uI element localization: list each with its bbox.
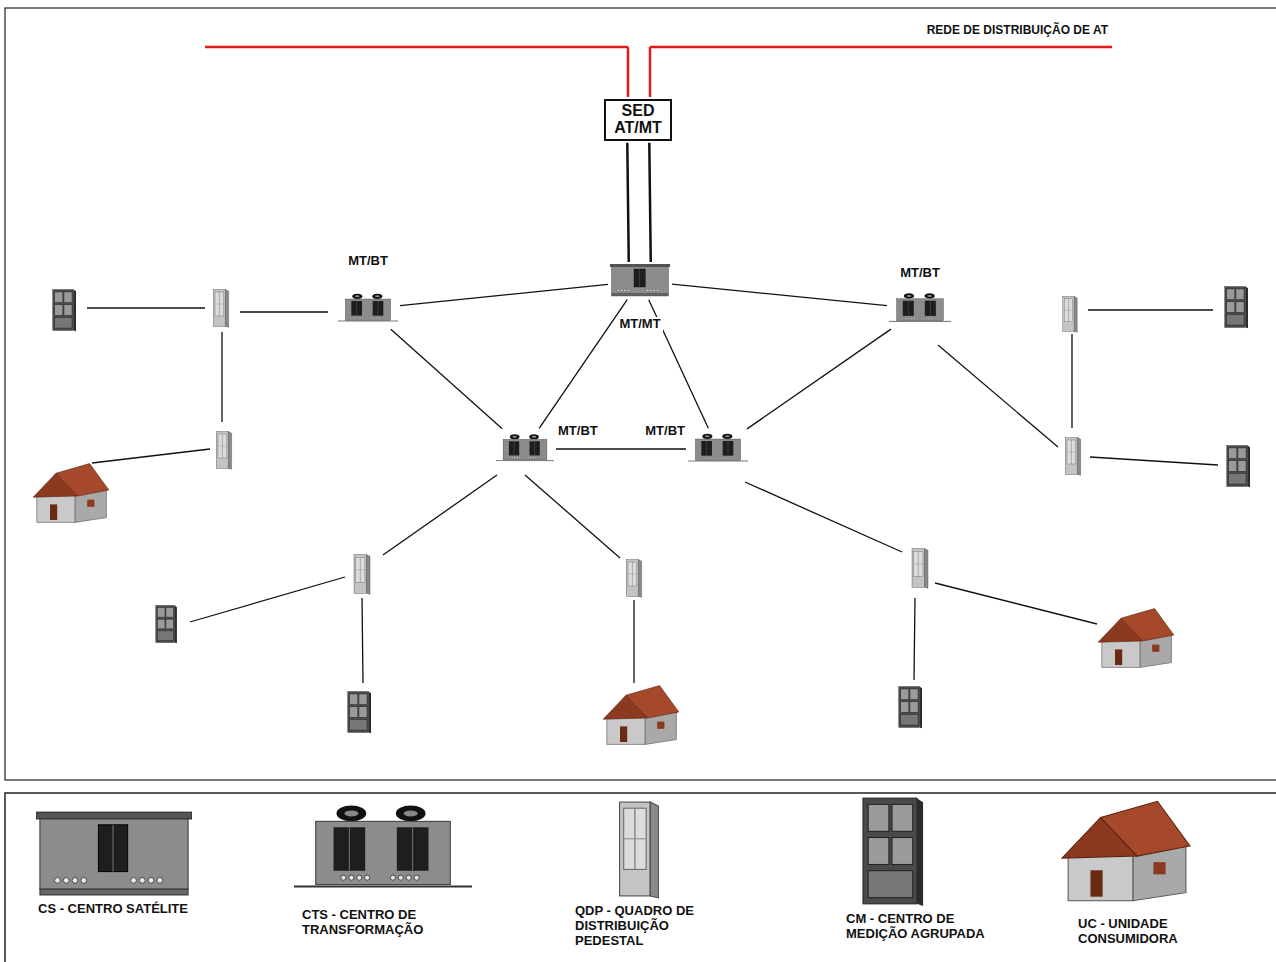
cts-icon: [688, 430, 748, 468]
cs-icon: [610, 264, 670, 298]
qdp-icon: [912, 549, 928, 588]
mt-cable: [391, 329, 502, 428]
bt-wire: [938, 345, 1058, 447]
bt-wire: [87, 307, 205, 308]
bt-wire: [362, 598, 363, 683]
bt-wire: [1088, 309, 1213, 310]
cts-icon: [496, 430, 554, 468]
qdp-icon: [626, 560, 641, 598]
satellite-center: MT/MT: [610, 264, 670, 298]
house-icon: [603, 686, 679, 745]
mt-cable: [672, 284, 887, 306]
legend-text: CS - CENTRO SATÉLITE: [38, 902, 238, 917]
cts-icon: [889, 293, 951, 321]
cs-icon: [610, 264, 670, 296]
legend-text: CTS - CENTRO DE TRANSFORMAÇÃO: [302, 908, 472, 938]
bt-wire: [240, 311, 328, 312]
at-line: [649, 47, 652, 97]
cts-icon: [338, 290, 398, 328]
legend-text: QDP - QUADRO DE DISTRIBUIÇÃO PEDESTAL: [575, 904, 725, 949]
cm-icon: [1225, 287, 1248, 329]
node-label: SED AT/MT: [610, 103, 666, 137]
bt-wire: [633, 600, 634, 683]
transformer-center: MT/BT: [889, 290, 951, 328]
qdp-icon: [216, 432, 231, 470]
qdp-icon: [1065, 438, 1080, 476]
house-icon: [1062, 801, 1190, 901]
at-line: [650, 46, 1112, 49]
mt-cable: [649, 143, 650, 262]
substation-box: SED AT/MT: [604, 99, 672, 141]
cm-icon: [156, 605, 177, 643]
cm-icon: [863, 798, 923, 906]
cm-icon: [1227, 446, 1250, 488]
bt-wire: [525, 475, 620, 558]
qdp-icon: [354, 555, 370, 594]
node-label: MT/BT: [898, 266, 942, 281]
mt-cable: [627, 143, 628, 262]
node-label: MT/BT: [346, 254, 390, 269]
cts-icon: [338, 294, 398, 321]
legend-text: CM - CENTRO DE MEDIÇÃO AGRUPADA: [846, 912, 986, 942]
cts-icon: [889, 290, 951, 328]
network-label: REDE DE DISTRIBUIÇÃO DE AT: [925, 23, 1110, 37]
cts-icon: [294, 806, 472, 887]
node-label: MT/MT: [617, 317, 662, 332]
node-label: MT/BT: [643, 424, 687, 439]
node-label: MT/BT: [556, 424, 600, 439]
house-icon: [1098, 609, 1174, 668]
mt-cable: [747, 329, 891, 429]
bt-wire: [935, 583, 1097, 624]
bt-wire: [221, 332, 222, 422]
house-icon: [33, 464, 109, 523]
bt-wire: [383, 475, 497, 555]
transformer-center: MT/BT: [338, 290, 398, 328]
cm-icon: [348, 692, 371, 734]
cm-icon: [53, 290, 76, 332]
mt-cable: [400, 284, 608, 305]
qdp-icon: [620, 802, 659, 898]
diagram-frame: [5, 8, 1276, 780]
bt-wire: [1071, 334, 1072, 428]
cs-icon: [36, 812, 192, 895]
cm-icon: [899, 687, 922, 729]
bt-wire: [92, 449, 210, 463]
transformer-center: MT/BT: [688, 430, 748, 468]
transformer-center: MT/BT: [496, 430, 554, 468]
legend-text: UC - UNIDADE CONSUMIDORA: [1078, 917, 1218, 947]
bt-wire: [745, 482, 902, 552]
qdp-icon: [1063, 297, 1077, 333]
bt-wire: [1090, 457, 1218, 465]
qdp-icon: [213, 290, 228, 328]
legend-frame: [5, 793, 1276, 962]
bt-wire: [190, 577, 345, 622]
at-line: [627, 47, 630, 97]
mt-cable: [539, 300, 627, 429]
at-line: [205, 46, 628, 49]
mt-cable: [556, 448, 686, 449]
cts-icon: [688, 434, 748, 461]
bt-wire: [914, 598, 915, 680]
cts-icon: [496, 434, 554, 460]
